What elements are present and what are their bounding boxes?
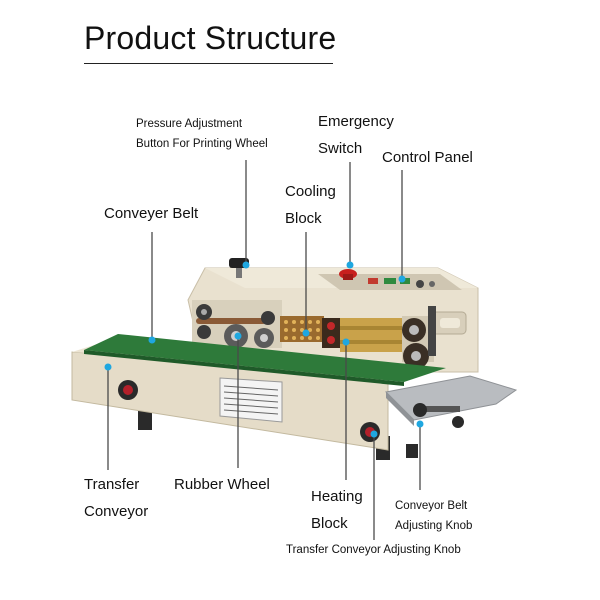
label-emergency-line-1: Emergency [318, 113, 394, 130]
control-panel [318, 274, 462, 290]
heating-block [322, 318, 402, 352]
wheel-assembly [192, 300, 282, 348]
label-cooling-block: Cooling Block [285, 178, 336, 232]
output-tray [384, 375, 518, 426]
label-heating-line-2: Block [311, 515, 348, 532]
label-cooling-line-1: Cooling [285, 183, 336, 200]
label-transfer-line-1: Transfer [84, 476, 140, 493]
label-emergency-switch: Emergency Switch [318, 108, 394, 162]
emergency-switch [339, 269, 357, 280]
name-plate [219, 377, 283, 423]
right-rollers [402, 306, 436, 369]
label-heating-line-1: Heating [311, 488, 363, 505]
label-control-panel: Control Panel [382, 149, 473, 166]
label-rubber-wheel: Rubber Wheel [174, 476, 270, 493]
label-conveyer-belt: Conveyer Belt [104, 205, 199, 222]
label-belt-knob-line-2: Adjusting Knob [395, 520, 473, 532]
label-pressure-line-2: Button For Printing Wheel [136, 138, 268, 150]
label-transfer-conveyor: Transfer Conveyor [84, 471, 148, 525]
conveyer-belt [84, 334, 446, 386]
label-cooling-line-2: Block [285, 210, 322, 227]
label-transfer-conveyor-knob: Transfer Conveyor Adjusting Knob [286, 544, 461, 556]
label-pressure-adjustment: Pressure Adjustment Button For Printing … [136, 114, 268, 154]
leader-lines [107, 160, 421, 540]
label-heating-block: Heating Block [311, 483, 363, 537]
conveyor-belt-adjusting-knob [413, 403, 464, 428]
marker-dots [104, 261, 424, 438]
label-pressure-line-1: Pressure Adjustment [136, 118, 243, 130]
transfer-conveyor-knob-left [118, 380, 138, 400]
title-underline [84, 63, 333, 64]
label-conveyor-belt-knob: Conveyor Belt Adjusting Knob [395, 496, 472, 536]
cooling-block [280, 316, 324, 342]
label-emergency-line-2: Switch [318, 140, 363, 157]
label-transfer-line-2: Conveyor [84, 503, 149, 520]
transfer-conveyor-adjusting-knob [360, 422, 380, 442]
page-title: Product Structure [84, 20, 337, 56]
label-belt-knob-line-1: Conveyor Belt [395, 500, 468, 512]
